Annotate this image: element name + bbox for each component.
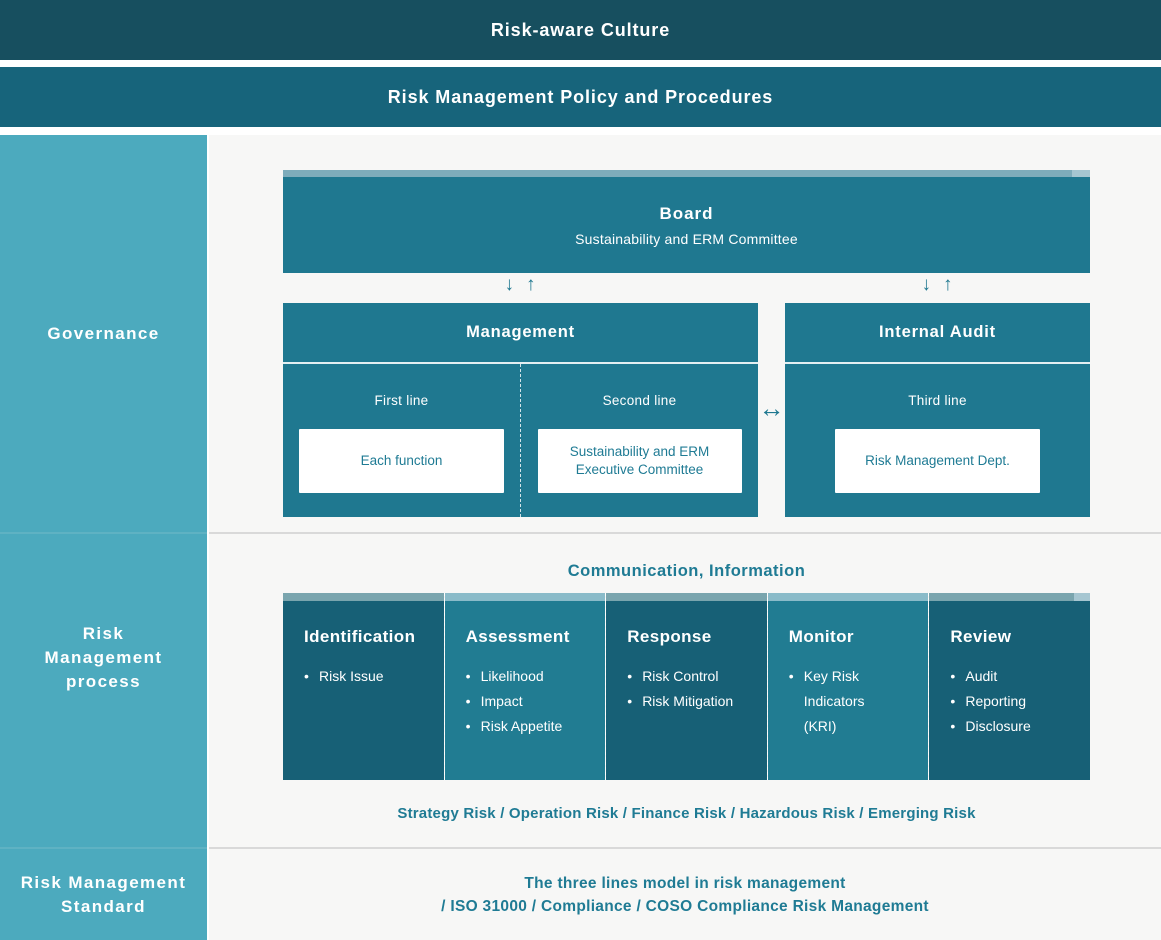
risk-aware-culture-banner: Risk-aware Culture	[0, 0, 1161, 60]
board-title: Board	[659, 203, 714, 223]
communication-information-label: Communication, Information	[567, 562, 806, 580]
sidebar-process-label: Risk Management process	[44, 624, 163, 691]
stage-item: Risk Mitigation	[627, 689, 739, 714]
sidebar-main-gap	[207, 847, 209, 849]
three-lines-row: Management First line Each function Seco…	[283, 303, 1090, 517]
board-box: Board Sustainability and ERM Committee	[283, 177, 1090, 273]
standard-line2: / ISO 31000 / Compliance / COSO Complian…	[441, 897, 929, 915]
stage-item: Risk Issue	[304, 664, 416, 689]
sidebar-main-gap	[207, 849, 209, 940]
stage-monitor: Monitor Key Risk Indicators (KRI)	[766, 593, 929, 780]
content-grid: Governance Board Sustainability and ERM …	[0, 135, 1161, 940]
stage-top-strip	[767, 593, 929, 601]
risk-management-dept-box: Risk Management Dept.	[835, 429, 1040, 493]
internal-audit-title: Internal Audit	[785, 303, 1090, 364]
sidebar-standard: Risk Management Standard	[0, 849, 207, 940]
stage-top-strip	[929, 593, 1090, 601]
stage-items: Key Risk Indicators (KRI)	[789, 664, 919, 739]
stage-title: Review	[950, 627, 1012, 646]
third-line-label: Third line	[908, 393, 967, 408]
sidebar-section-divider	[0, 532, 207, 534]
each-function-box: Each function	[299, 429, 504, 493]
sidebar-section-divider	[0, 847, 207, 849]
process-stages-row: Identification Risk Issue Assessment Lik…	[283, 593, 1090, 780]
sidebar-standard-label: Risk Management Standard	[20, 872, 187, 916]
stage-item: Risk Appetite	[466, 714, 578, 739]
main-section-divider	[209, 847, 1161, 849]
stage-top-strip	[606, 593, 767, 601]
main-section-divider	[209, 532, 1161, 534]
stage-title: Response	[627, 627, 712, 646]
standard-text: The three lines model in risk management…	[209, 849, 1161, 940]
stage-item: Reporting	[950, 689, 1062, 714]
stage-identification: Identification Risk Issue	[283, 593, 444, 780]
process-panel: Communication, Information Identificatio…	[209, 534, 1161, 847]
stage-title: Assessment	[465, 627, 570, 646]
erm-executive-committee-box: Sustainability and ERM Executive Committ…	[537, 429, 742, 493]
board-management-arrows: ↓ ↑	[505, 274, 536, 296]
stage-title: Monitor	[788, 627, 854, 646]
stage-item: Impact	[466, 689, 578, 714]
management-title: Management	[283, 303, 758, 364]
management-box: Management First line Each function Seco…	[283, 303, 758, 517]
arrow-down-icon: ↓	[504, 274, 515, 295]
first-line-cell: First line Each function	[283, 364, 520, 517]
second-line-label: Second line	[602, 393, 677, 408]
risk-aware-culture-label: Risk-aware Culture	[490, 19, 671, 40]
second-line-cell: Second line Sustainability and ERM Execu…	[520, 364, 758, 517]
sidebar-main-gap	[207, 532, 209, 534]
stage-top-strip	[283, 593, 444, 601]
stage-item: Risk Control	[627, 664, 739, 689]
board-audit-arrows: ↓ ↑	[922, 274, 953, 296]
arrow-down-icon: ↓	[921, 274, 932, 295]
stage-review: Review Audit Reporting Disclosure	[928, 593, 1090, 780]
sidebar-governance: Governance	[0, 135, 207, 532]
standard-line1: The three lines model in risk management	[524, 874, 846, 892]
risk-types-label: Strategy Risk / Operation Risk / Finance…	[397, 805, 976, 822]
stage-items: Audit Reporting Disclosure	[950, 664, 1080, 739]
stage-response: Response Risk Control Risk Mitigation	[605, 593, 767, 780]
stage-items: Likelihood Impact Risk Appetite	[466, 664, 596, 739]
arrow-up-icon: ↑	[526, 274, 536, 295]
sidebar-main-gap	[207, 534, 209, 847]
internal-audit-box: Internal Audit Third line Risk Managemen…	[785, 303, 1090, 517]
stage-items: Risk Issue	[304, 664, 434, 689]
first-line-label: First line	[374, 393, 429, 408]
third-line-cell: Third line Risk Management Dept.	[785, 364, 1090, 517]
stage-title: Identification	[304, 627, 416, 646]
banner-divider	[0, 60, 1161, 67]
banner-divider	[0, 127, 1161, 135]
stage-item: Audit	[950, 664, 1062, 689]
risk-policy-banner: Risk Management Policy and Procedures	[0, 67, 1161, 127]
stage-items: Risk Control Risk Mitigation	[627, 664, 757, 714]
board-arrows-row: ↓ ↑ ↓ ↑	[283, 273, 1090, 303]
board-subtitle: Sustainability and ERM Committee	[575, 230, 798, 247]
standard-panel: The three lines model in risk management…	[209, 849, 1161, 940]
sidebar-governance-label: Governance	[47, 323, 160, 343]
risk-policy-label: Risk Management Policy and Procedures	[387, 86, 774, 107]
sidebar-process: Risk Management process	[0, 534, 207, 847]
stage-item: Key Risk Indicators (KRI)	[789, 664, 901, 739]
board-top-strip	[283, 170, 1090, 177]
arrow-up-icon: ↑	[943, 274, 953, 295]
stage-top-strip	[444, 593, 606, 601]
sidebar-main-gap	[207, 135, 209, 532]
stage-item: Likelihood	[466, 664, 578, 689]
stage-item: Disclosure	[950, 714, 1062, 739]
stage-assessment: Assessment Likelihood Impact Risk Appeti…	[443, 593, 606, 780]
arrow-left-right-icon: ↔	[758, 393, 785, 423]
governance-panel: Board Sustainability and ERM Committee ↓…	[209, 135, 1161, 532]
